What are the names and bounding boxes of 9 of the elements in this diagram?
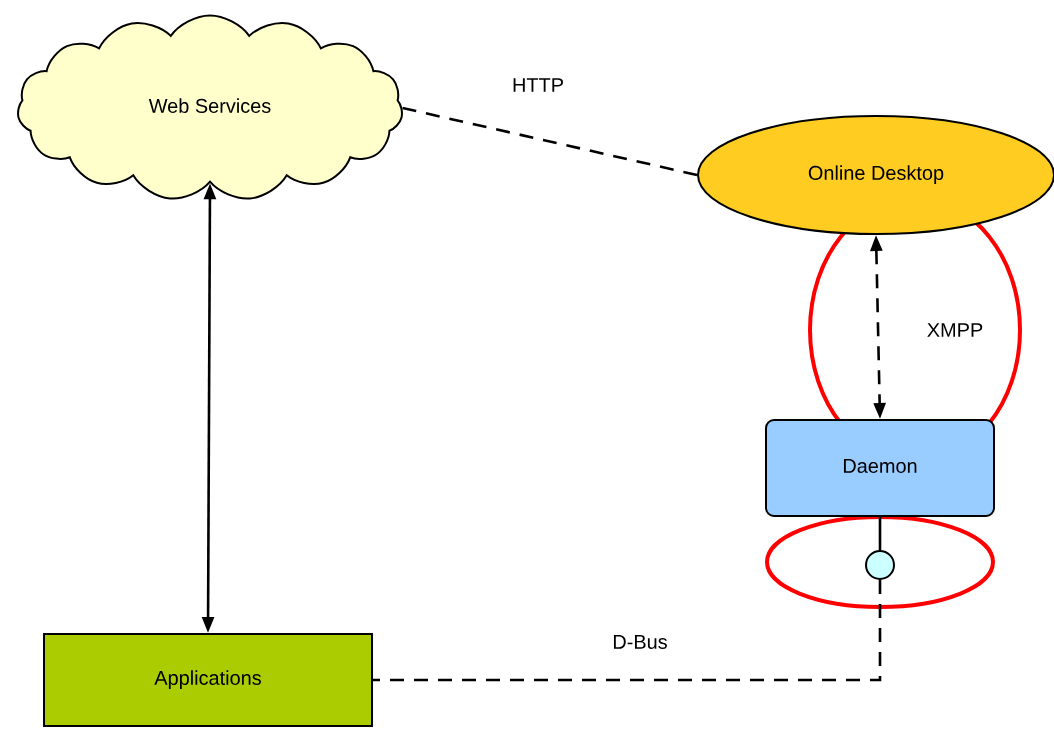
connector (878, 517, 882, 550)
edge-label: D-Bus (610, 633, 670, 651)
connector (373, 580, 882, 682)
port-circle (865, 550, 895, 580)
edge-label: HTTP (510, 76, 566, 94)
edge-label: XMPP (924, 321, 986, 339)
process-box: Daemon (765, 419, 995, 517)
connector (402, 106, 698, 177)
process-box: Applications (43, 633, 373, 727)
